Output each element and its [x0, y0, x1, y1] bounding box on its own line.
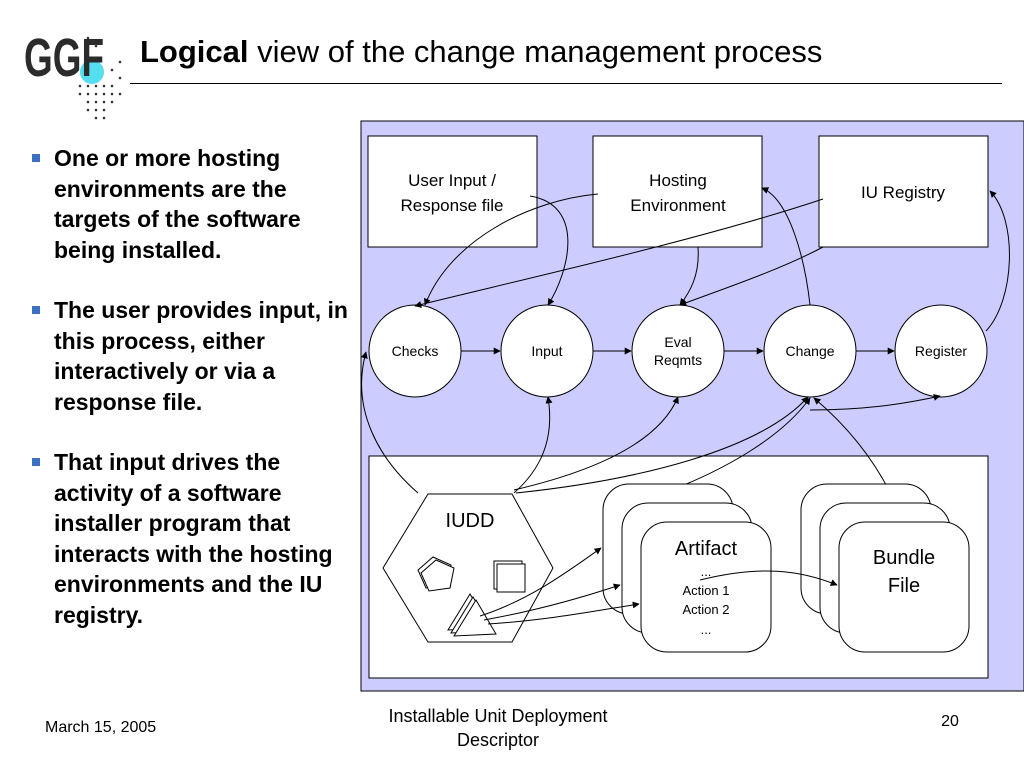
bullet-list: One or more hosting environments are the…	[30, 143, 360, 660]
artifact-line-1: ...	[701, 564, 712, 579]
curve-iudd-to-input	[513, 396, 553, 494]
step-register-label: Register	[915, 343, 967, 359]
curve-artifact-to-change	[683, 397, 811, 486]
step-eval-reqmts	[631, 304, 725, 398]
curve-change-to-hosting	[761, 187, 811, 306]
bullet-text: That input drives the activity of a soft…	[54, 449, 333, 628]
step-input-label: Input	[531, 343, 562, 359]
pentagon-stack-icon	[417, 556, 455, 592]
bullet-item: The user provides input, in this process…	[30, 295, 360, 417]
iu-registry-label: IU Registry	[861, 183, 946, 202]
footer-title-line-2: Descriptor	[456, 730, 540, 750]
curve-iudd-to-eval	[513, 396, 679, 491]
curve-iudd-to-checks	[360, 351, 419, 494]
slide-title: Logical view of the change management pr…	[140, 34, 822, 70]
bundle-label-2: File	[888, 575, 920, 597]
artifact-line-3: Action 2	[683, 602, 730, 617]
artifact-title: Artifact	[675, 538, 738, 560]
step-checks-label: Checks	[392, 343, 439, 359]
curve-register-up	[809, 393, 941, 411]
artifact-line-2: Action 1	[683, 583, 730, 598]
square-bullet-icon	[32, 306, 40, 314]
bullet-item: That input drives the activity of a soft…	[30, 447, 360, 630]
hosting-environment-label-2: Environment	[630, 196, 726, 215]
slide-title-rest: view of the change management process	[248, 34, 823, 69]
user-input-box-label-2: Response file	[400, 196, 503, 215]
curve-iudd-to-artifact-back	[479, 547, 602, 617]
curve-iudd-to-artifact-middle	[483, 583, 621, 621]
iu-registry-box	[818, 135, 989, 248]
curve-iudd-to-artifact-front	[487, 601, 640, 625]
bullet-item: One or more hosting environments are the…	[30, 143, 360, 265]
footer-title: Installable Unit Deployment Descriptor	[350, 704, 646, 752]
iudd-label: IUDD	[446, 510, 495, 532]
curve-register-to-registry	[985, 190, 1010, 332]
curve-registry-to-eval	[679, 246, 824, 307]
iudd-hexagon	[382, 493, 554, 643]
hosting-environment-box	[592, 135, 763, 248]
step-change-label: Change	[785, 343, 834, 359]
footer-title-line-1: Installable Unit Deployment	[388, 706, 608, 726]
artifact-connectors	[479, 547, 838, 625]
ggf-logo: GGF	[24, 28, 122, 120]
square-bullet-icon	[32, 154, 40, 162]
title-divider	[130, 83, 1002, 84]
square-bullet-icon	[32, 458, 40, 466]
triangle-stack-icon	[447, 593, 497, 637]
curve-userinput-to-input	[529, 195, 569, 306]
curve-artifact-to-bundle	[699, 570, 838, 586]
artifact-card-front	[640, 521, 772, 653]
artifact-line-4: ...	[701, 622, 712, 637]
slide-title-bold: Logical	[140, 34, 249, 69]
step-eval-label-1: Eval	[664, 334, 691, 350]
step-register	[894, 304, 988, 398]
logo-text: GGF	[24, 28, 104, 88]
connector-curves	[360, 187, 1010, 523]
curve-hosting-to-checks	[424, 193, 599, 306]
user-input-box	[367, 135, 538, 248]
logo-dot-grid	[78, 36, 122, 120]
hosting-environment-label-1: Hosting	[649, 171, 707, 190]
curve-registry-to-checks	[414, 198, 824, 308]
square-stack-icon	[493, 560, 526, 593]
bundle-card-front	[838, 521, 970, 653]
bundle-label-1: Bundle	[873, 547, 935, 569]
step-eval-label-2: Reqmts	[654, 352, 702, 368]
page-number: 20	[941, 713, 959, 730]
logo-cyan-glow	[80, 60, 104, 84]
user-input-box-label-1: User Input /	[408, 171, 496, 190]
curve-iudd-to-change	[515, 396, 809, 494]
footer-date: March 15, 2005	[45, 719, 157, 736]
bullet-text: One or more hosting environments are the…	[54, 145, 301, 263]
bullet-text: The user provides input, in this process…	[54, 297, 348, 415]
